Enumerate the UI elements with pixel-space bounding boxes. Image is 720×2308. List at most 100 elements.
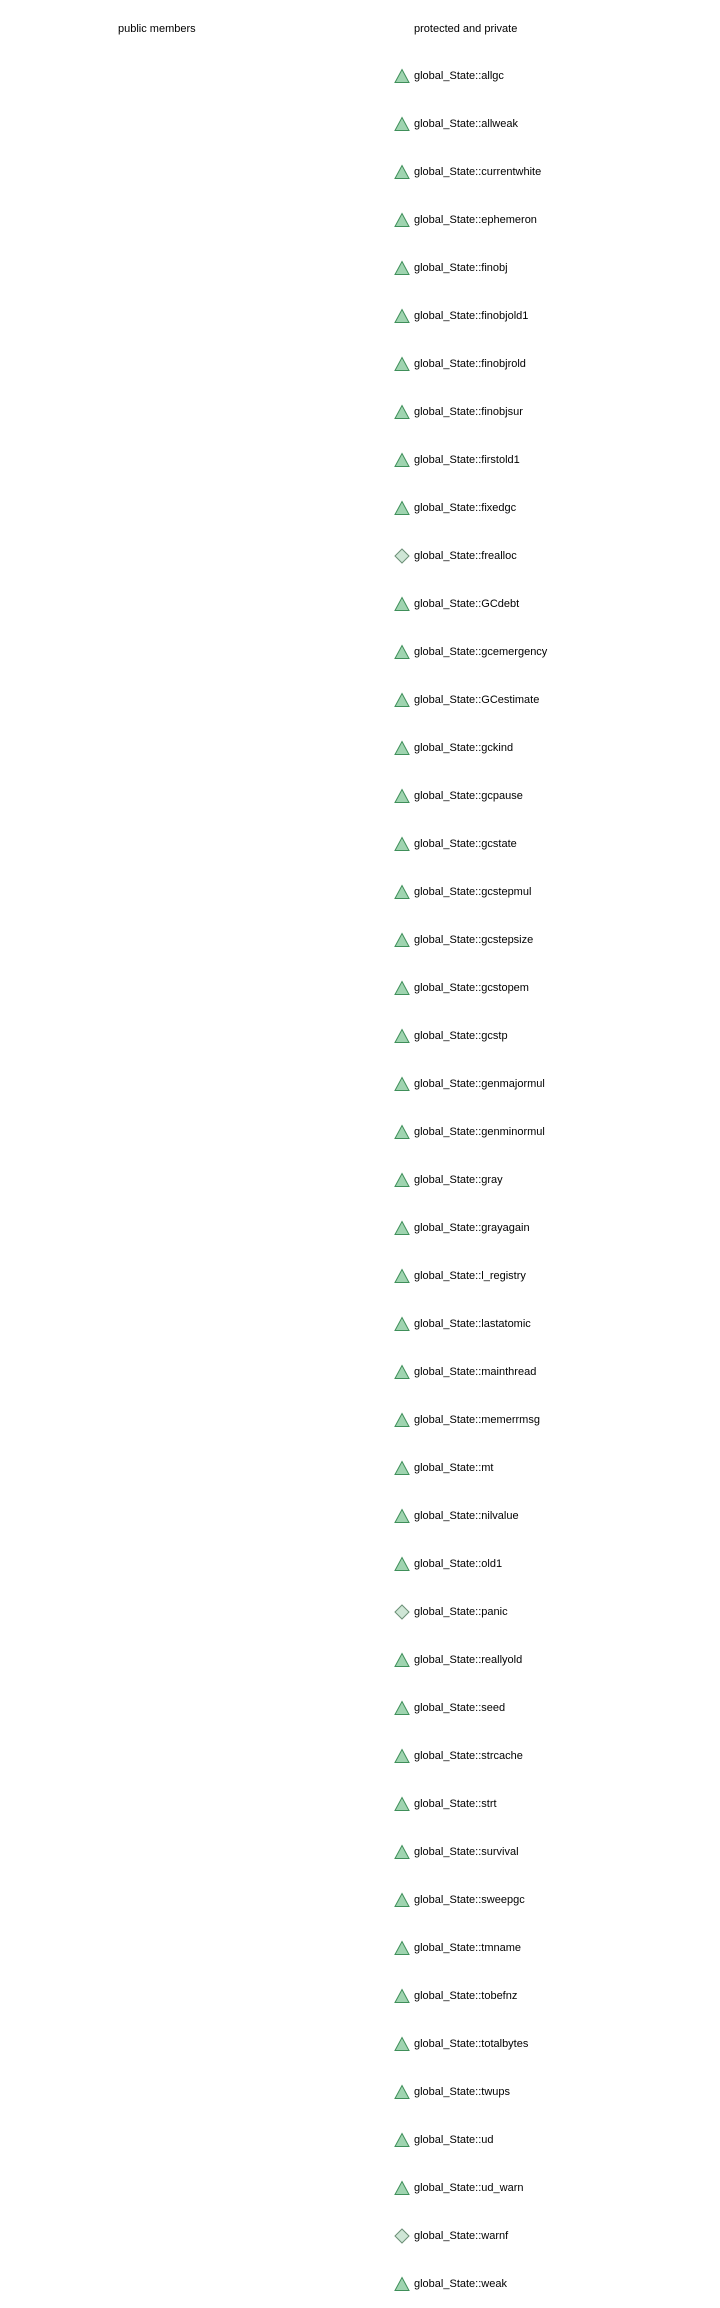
member-item[interactable]: global_State::genmajormul — [394, 1060, 547, 1108]
triangle-icon — [394, 1940, 410, 1956]
member-item[interactable]: global_State::currentwhite — [394, 148, 547, 196]
member-item[interactable]: global_State::GCdebt — [394, 580, 547, 628]
member-item[interactable]: global_State::totalbytes — [394, 2020, 547, 2068]
member-item[interactable]: global_State::allgc — [394, 52, 547, 100]
member-item[interactable]: global_State::ud_warn — [394, 2164, 547, 2212]
triangle-icon — [394, 2276, 410, 2292]
member-item[interactable]: global_State::allweak — [394, 100, 547, 148]
member-item[interactable]: global_State::gcstopem — [394, 964, 547, 1012]
member-label: global_State::gcstepmul — [414, 886, 532, 898]
member-label: global_State::ephemeron — [414, 214, 537, 226]
member-label: global_State::firstold1 — [414, 454, 520, 466]
member-item[interactable]: global_State::gcstepsize — [394, 916, 547, 964]
member-label: global_State::sweepgc — [414, 1894, 525, 1906]
member-item[interactable]: global_State::gckind — [394, 724, 547, 772]
member-item[interactable]: global_State::sweepgc — [394, 1876, 547, 1924]
triangle-icon — [394, 1124, 410, 1140]
triangle-icon — [394, 836, 410, 852]
triangle-icon — [394, 260, 410, 276]
member-label: global_State::ud — [414, 2134, 494, 2146]
triangle-icon — [394, 1796, 410, 1812]
member-label: global_State::nilvalue — [414, 1510, 519, 1522]
triangle-icon — [394, 1172, 410, 1188]
triangle-icon — [394, 1220, 410, 1236]
triangle-icon — [394, 356, 410, 372]
member-label: global_State::ud_warn — [414, 2182, 524, 2194]
member-item[interactable]: global_State::finobjsur — [394, 388, 547, 436]
member-item[interactable]: global_State::lastatomic — [394, 1300, 547, 1348]
member-item[interactable]: global_State::ephemeron — [394, 196, 547, 244]
member-label: global_State::frealloc — [414, 550, 517, 562]
member-label: global_State::finobjrold — [414, 358, 526, 370]
member-label: global_State::fixedgc — [414, 502, 517, 514]
member-item[interactable]: global_State::mainthread — [394, 1348, 547, 1396]
member-label: global_State::finobjsur — [414, 406, 523, 418]
triangle-icon — [394, 740, 410, 756]
triangle-icon — [394, 644, 410, 660]
triangle-icon — [394, 1556, 410, 1572]
member-item[interactable]: global_State::tmname — [394, 1924, 547, 1972]
triangle-icon — [394, 2084, 410, 2100]
triangle-icon — [394, 452, 410, 468]
member-item[interactable]: global_State::strt — [394, 1780, 547, 1828]
member-item[interactable]: global_State::finobjold1 — [394, 292, 547, 340]
member-label: global_State::old1 — [414, 1558, 503, 1570]
member-item[interactable]: global_State::twups — [394, 2068, 547, 2116]
member-item[interactable]: global_State::warnf — [394, 2212, 547, 2260]
member-item[interactable]: global_State::frealloc — [394, 532, 547, 580]
member-item[interactable]: global_State::finobjrold — [394, 340, 547, 388]
member-label: global_State::allgc — [414, 70, 504, 82]
member-item[interactable]: global_State::gcstp — [394, 1012, 547, 1060]
member-label: global_State::survival — [414, 1846, 519, 1858]
member-item[interactable]: global_State::panic — [394, 1588, 547, 1636]
member-item[interactable]: global_State::gcstate — [394, 820, 547, 868]
member-label: global_State::grayagain — [414, 1222, 530, 1234]
member-item[interactable]: global_State::survival — [394, 1828, 547, 1876]
triangle-icon — [394, 884, 410, 900]
triangle-icon — [394, 1652, 410, 1668]
diamond-icon — [394, 2228, 410, 2244]
member-item[interactable]: global_State::strcache — [394, 1732, 547, 1780]
member-item[interactable]: global_State::ud — [394, 2116, 547, 2164]
member-item[interactable]: global_State::fixedgc — [394, 484, 547, 532]
member-item[interactable]: global_State::tobefnz — [394, 1972, 547, 2020]
triangle-icon — [394, 164, 410, 180]
member-item[interactable]: global_State::firstold1 — [394, 436, 547, 484]
member-item[interactable]: global_State::GCestimate — [394, 676, 547, 724]
triangle-icon — [394, 308, 410, 324]
member-label: global_State::twups — [414, 2086, 511, 2098]
member-label: global_State::currentwhite — [414, 166, 542, 178]
member-item[interactable]: global_State::finobj — [394, 244, 547, 292]
member-item[interactable]: global_State::grayagain — [394, 1204, 547, 1252]
member-label: global_State::panic — [414, 1606, 508, 1618]
member-item[interactable]: global_State::gcemergency — [394, 628, 547, 676]
member-label: global_State::totalbytes — [414, 2038, 529, 2050]
member-item[interactable]: global_State::old1 — [394, 1540, 547, 1588]
member-item[interactable]: global_State::nilvalue — [394, 1492, 547, 1540]
triangle-icon — [394, 1460, 410, 1476]
triangle-icon — [394, 1988, 410, 2004]
member-item[interactable]: global_State::gcstepmul — [394, 868, 547, 916]
member-item[interactable]: global_State::gcpause — [394, 772, 547, 820]
member-item[interactable]: global_State::mt — [394, 1444, 547, 1492]
triangle-icon — [394, 1076, 410, 1092]
member-label: global_State::lastatomic — [414, 1318, 531, 1330]
member-label: global_State::strcache — [414, 1750, 523, 1762]
member-label: global_State::gray — [414, 1174, 503, 1186]
triangle-icon — [394, 2132, 410, 2148]
member-item[interactable]: global_State::weak — [394, 2260, 547, 2308]
member-item[interactable]: global_State::reallyold — [394, 1636, 547, 1684]
member-label: global_State::allweak — [414, 118, 518, 130]
member-label: global_State::strt — [414, 1798, 497, 1810]
member-label: global_State::gcemergency — [414, 646, 548, 658]
member-item[interactable]: global_State::gray — [394, 1156, 547, 1204]
member-item[interactable]: global_State::l_registry — [394, 1252, 547, 1300]
member-item[interactable]: global_State::genminormul — [394, 1108, 547, 1156]
member-label: global_State::mt — [414, 1462, 494, 1474]
triangle-icon — [394, 1892, 410, 1908]
member-item[interactable]: global_State::seed — [394, 1684, 547, 1732]
member-label: global_State::seed — [414, 1702, 506, 1714]
triangle-icon — [394, 1364, 410, 1380]
member-item[interactable]: global_State::memerrmsg — [394, 1396, 547, 1444]
